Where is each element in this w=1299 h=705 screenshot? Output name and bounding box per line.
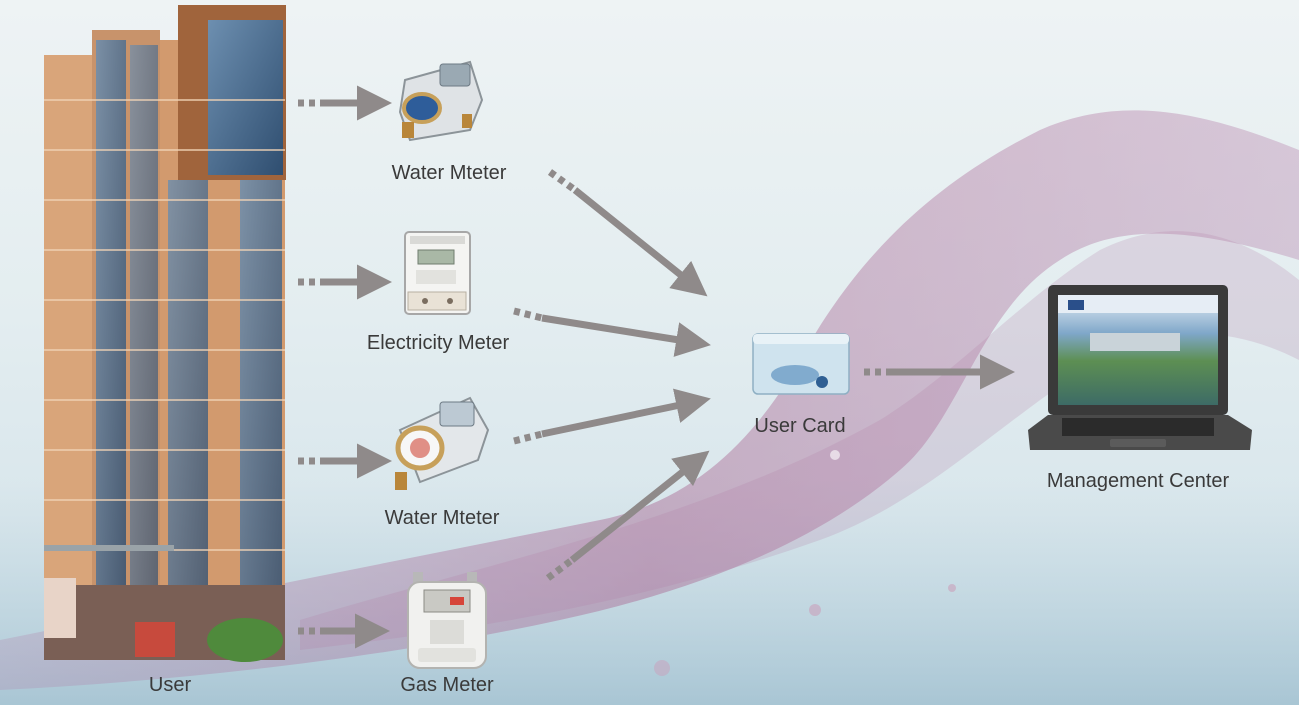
label-electricity-meter: Electricity Meter	[366, 332, 510, 354]
arrow-electricity-meter-to-card	[513, 307, 711, 357]
water-meter-top-illustration	[398, 60, 484, 142]
label-water-meter-top: Water Mteter	[391, 162, 507, 184]
laptop-illustration	[1028, 285, 1252, 450]
connection-arrows	[298, 85, 1015, 649]
user-card-illustration	[752, 333, 850, 395]
label-user: User	[148, 674, 192, 696]
arrow-gas-meter-to-card	[545, 450, 710, 581]
label-management-center: Management Center	[1046, 470, 1230, 492]
arrow-water-meter-top-to-card	[547, 169, 708, 297]
label-gas-meter: Gas Meter	[400, 674, 494, 696]
arrow-water-meter-bottom-to-card	[513, 388, 711, 445]
building-illustration	[44, 5, 286, 662]
electricity-meter-illustration	[404, 231, 471, 315]
water-meter-bottom-illustration	[395, 396, 490, 490]
label-user-card: User Card	[754, 415, 846, 437]
gas-meter-illustration	[407, 572, 487, 669]
label-water-meter-bottom: Water Mteter	[384, 507, 500, 529]
